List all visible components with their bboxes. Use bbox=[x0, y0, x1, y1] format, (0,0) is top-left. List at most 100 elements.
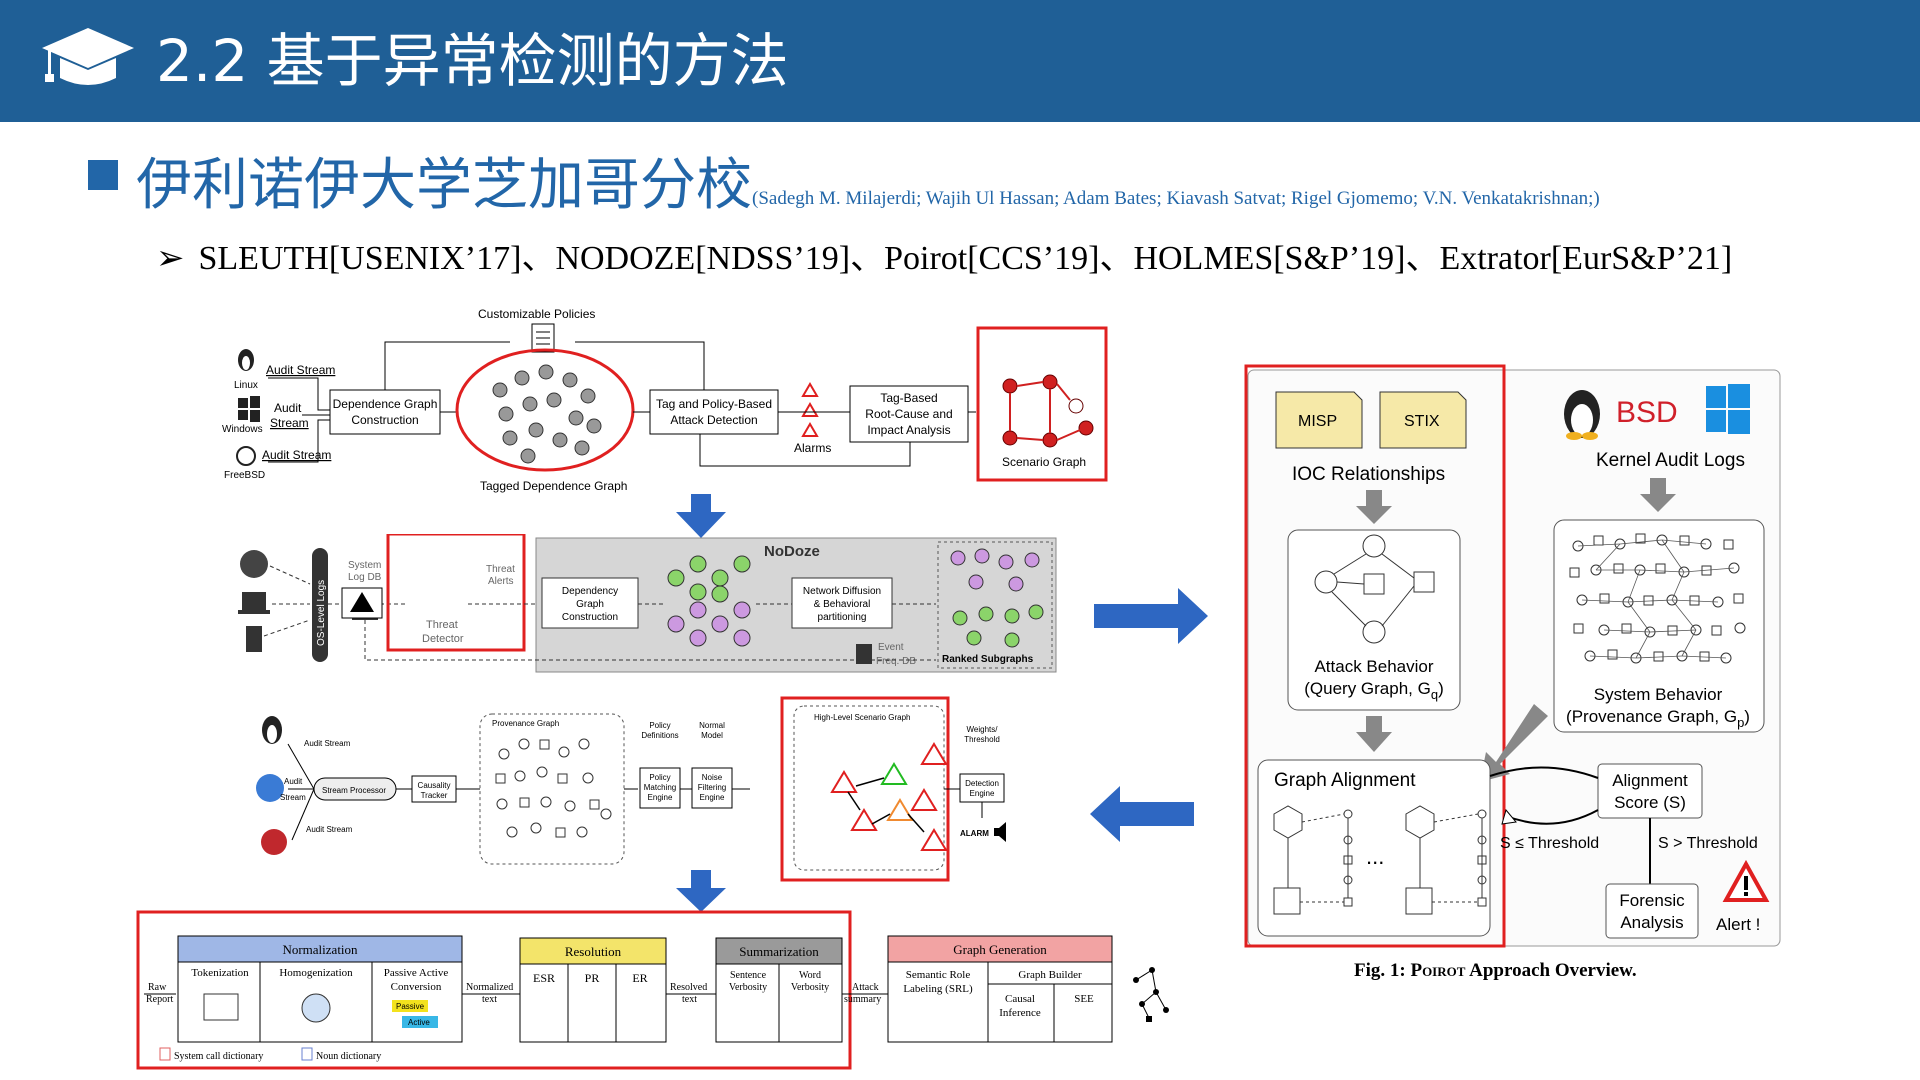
noise-filtering-line2: Filtering bbox=[698, 783, 726, 792]
nodoze-title: NoDoze bbox=[764, 543, 820, 560]
policy-matching-line3: Engine bbox=[648, 793, 673, 802]
ioc-relationships-label: IOC Relationships bbox=[1292, 464, 1445, 485]
tux-icon bbox=[1564, 390, 1600, 440]
detection-engine-line1: Detection bbox=[965, 779, 999, 788]
tag-based-analysis-box bbox=[849, 385, 969, 443]
resolution-body bbox=[519, 963, 667, 1043]
threat-detector-highlight bbox=[386, 534, 526, 652]
normalization-header bbox=[177, 935, 463, 963]
scenario-graph-nodes bbox=[1002, 374, 1094, 448]
policy-definitions-line2: Definitions bbox=[641, 731, 678, 740]
threat-alerts-line2: Alerts bbox=[488, 576, 514, 587]
left-arrow bbox=[1090, 786, 1194, 842]
summarization-header bbox=[715, 937, 843, 965]
systems-text: SLEUTH[USENIX’17]、NODOZE[NDSS’19]、Poirot… bbox=[198, 240, 1733, 277]
caption-name: Poirot bbox=[1410, 960, 1465, 981]
misp-doc-icon bbox=[1275, 391, 1363, 449]
stream-processor-label: Stream Processor bbox=[322, 786, 386, 795]
holmes-windows-stream: Stream bbox=[280, 793, 306, 802]
tagged-graph-nodes bbox=[492, 364, 602, 464]
down-arrow-2 bbox=[676, 870, 726, 912]
section-bullet bbox=[88, 160, 118, 190]
network-diffusion-line2: & Behavioral bbox=[814, 599, 871, 610]
threat-detector-icon bbox=[341, 587, 383, 619]
extractor-diagram: Raw Report Normalization Tokenization Ho… bbox=[136, 910, 1169, 1070]
resolved-text-line1: Resolved bbox=[670, 982, 707, 993]
caption-suffix: Approach Overview. bbox=[1465, 960, 1636, 981]
linux-audit-stream-label: Audit Stream bbox=[266, 363, 335, 377]
holmes-linux-icon bbox=[262, 716, 282, 744]
passive-active-line2: Conversion bbox=[391, 981, 442, 993]
freebsd-icon bbox=[236, 446, 256, 466]
normal-model-line1: Normal bbox=[699, 721, 725, 730]
nodoze-diagram: NoDoze OS-Level Logs System Log DB Threa… bbox=[238, 534, 1057, 673]
provenance-graph-text: (Provenance Graph, G bbox=[1566, 707, 1737, 726]
pr-label: PR bbox=[585, 971, 600, 985]
ranked-subgraphs-label: Ranked Subgraphs bbox=[942, 654, 1034, 665]
active-label: Active bbox=[408, 1018, 430, 1027]
causality-tracker-line2: Tracker bbox=[421, 791, 448, 800]
dependency-graph-box bbox=[541, 577, 639, 629]
alarm-label: ALARM bbox=[960, 829, 989, 838]
provenance-graph-label: (Provenance Graph, Gp) bbox=[1566, 707, 1750, 730]
system-log-db-line1: System bbox=[348, 560, 381, 571]
threat-alerts-line1: Threat bbox=[486, 564, 515, 575]
holmes-provenance-graph-label: Provenance Graph bbox=[492, 719, 559, 728]
policy-matching-box bbox=[639, 767, 681, 809]
os-level-logs-label: OS-Level Logs bbox=[316, 580, 327, 646]
windows-label: Windows bbox=[222, 424, 263, 435]
normalized-text-line2: text bbox=[482, 994, 497, 1005]
see-label: SEE bbox=[1074, 993, 1094, 1005]
alarm-icons bbox=[801, 382, 819, 437]
weights-threshold-line1: Weights/ bbox=[967, 725, 999, 734]
srl-line2: Labeling (SRL) bbox=[903, 983, 973, 995]
resolution-header bbox=[519, 937, 667, 965]
high-level-scenario-panel bbox=[793, 705, 945, 871]
tpd-line1: Tag and Policy-Based bbox=[656, 397, 772, 411]
normal-model-line2: Model bbox=[701, 731, 723, 740]
kernel-audit-logs-label: Kernel Audit Logs bbox=[1596, 450, 1745, 471]
noise-filtering-line1: Noise bbox=[702, 773, 723, 782]
network-diffusion-line1: Network Diffusion bbox=[803, 586, 881, 597]
alignment-score-line2: Score (S) bbox=[1614, 793, 1686, 812]
tba-line3: Impact Analysis bbox=[867, 423, 950, 437]
dependency-graph-line1: Dependency bbox=[562, 586, 618, 597]
provenance-graph-subscript: p bbox=[1737, 715, 1744, 730]
speaker-icon bbox=[994, 822, 1006, 842]
systems-line: ➢ SLEUTH[USENIX’17]、NODOZE[NDSS’19]、Poir… bbox=[156, 230, 1732, 279]
causal-inference-line1: Causal bbox=[1005, 993, 1035, 1005]
s-gt-threshold-label: S > Threshold bbox=[1658, 835, 1758, 852]
homogenization-label: Homogenization bbox=[279, 967, 353, 979]
linux-label: Linux bbox=[234, 380, 258, 391]
query-graph-label: (Query Graph, Gq) bbox=[1304, 679, 1444, 702]
normalization-title: Normalization bbox=[282, 942, 358, 957]
graph-builder-label: Graph Builder bbox=[1018, 969, 1082, 981]
system-call-dictionary-label: System call dictionary bbox=[174, 1051, 263, 1062]
freebsd-label: FreeBSD bbox=[224, 470, 265, 481]
alignment-ellipsis: ... bbox=[1366, 844, 1384, 869]
stix-doc-icon bbox=[1379, 391, 1467, 449]
freebsd-audit-stream-label: Audit Stream bbox=[262, 448, 331, 462]
causality-tracker-line1: Causality bbox=[418, 781, 451, 790]
query-graph-text: (Query Graph, G bbox=[1304, 679, 1431, 698]
holmes-windows-icon bbox=[256, 774, 284, 802]
threat-detector-line1: Threat bbox=[426, 619, 458, 631]
scenario-graph-label: Scenario Graph bbox=[1002, 455, 1086, 469]
normalized-text-line1: Normalized bbox=[466, 982, 513, 993]
word-verbosity-line2: Verbosity bbox=[791, 982, 829, 993]
summarization-title: Summarization bbox=[739, 944, 819, 959]
event-freq-db-icon bbox=[856, 644, 872, 664]
linux-icon bbox=[238, 349, 254, 371]
holmes-freebsd-stream-label: Audit Stream bbox=[306, 825, 353, 834]
weights-threshold-line2: Threshold bbox=[964, 735, 1000, 744]
policy-matching-line2: Matching bbox=[644, 783, 676, 792]
resolved-text-line2: text bbox=[682, 994, 697, 1005]
attack-summary-line1: Attack bbox=[852, 982, 879, 993]
desktop-icon bbox=[246, 626, 262, 652]
alert-warning-icon bbox=[1722, 859, 1770, 902]
author-list: (Sadegh M. Milajerdi; Wajih Ul Hassan; A… bbox=[752, 188, 1600, 209]
bsd-logo-text: BSD bbox=[1616, 396, 1678, 429]
ranked-subgraph-nodes bbox=[950, 548, 1044, 648]
raw-report-line2: Report bbox=[146, 994, 173, 1005]
resolution-title: Resolution bbox=[565, 944, 622, 959]
